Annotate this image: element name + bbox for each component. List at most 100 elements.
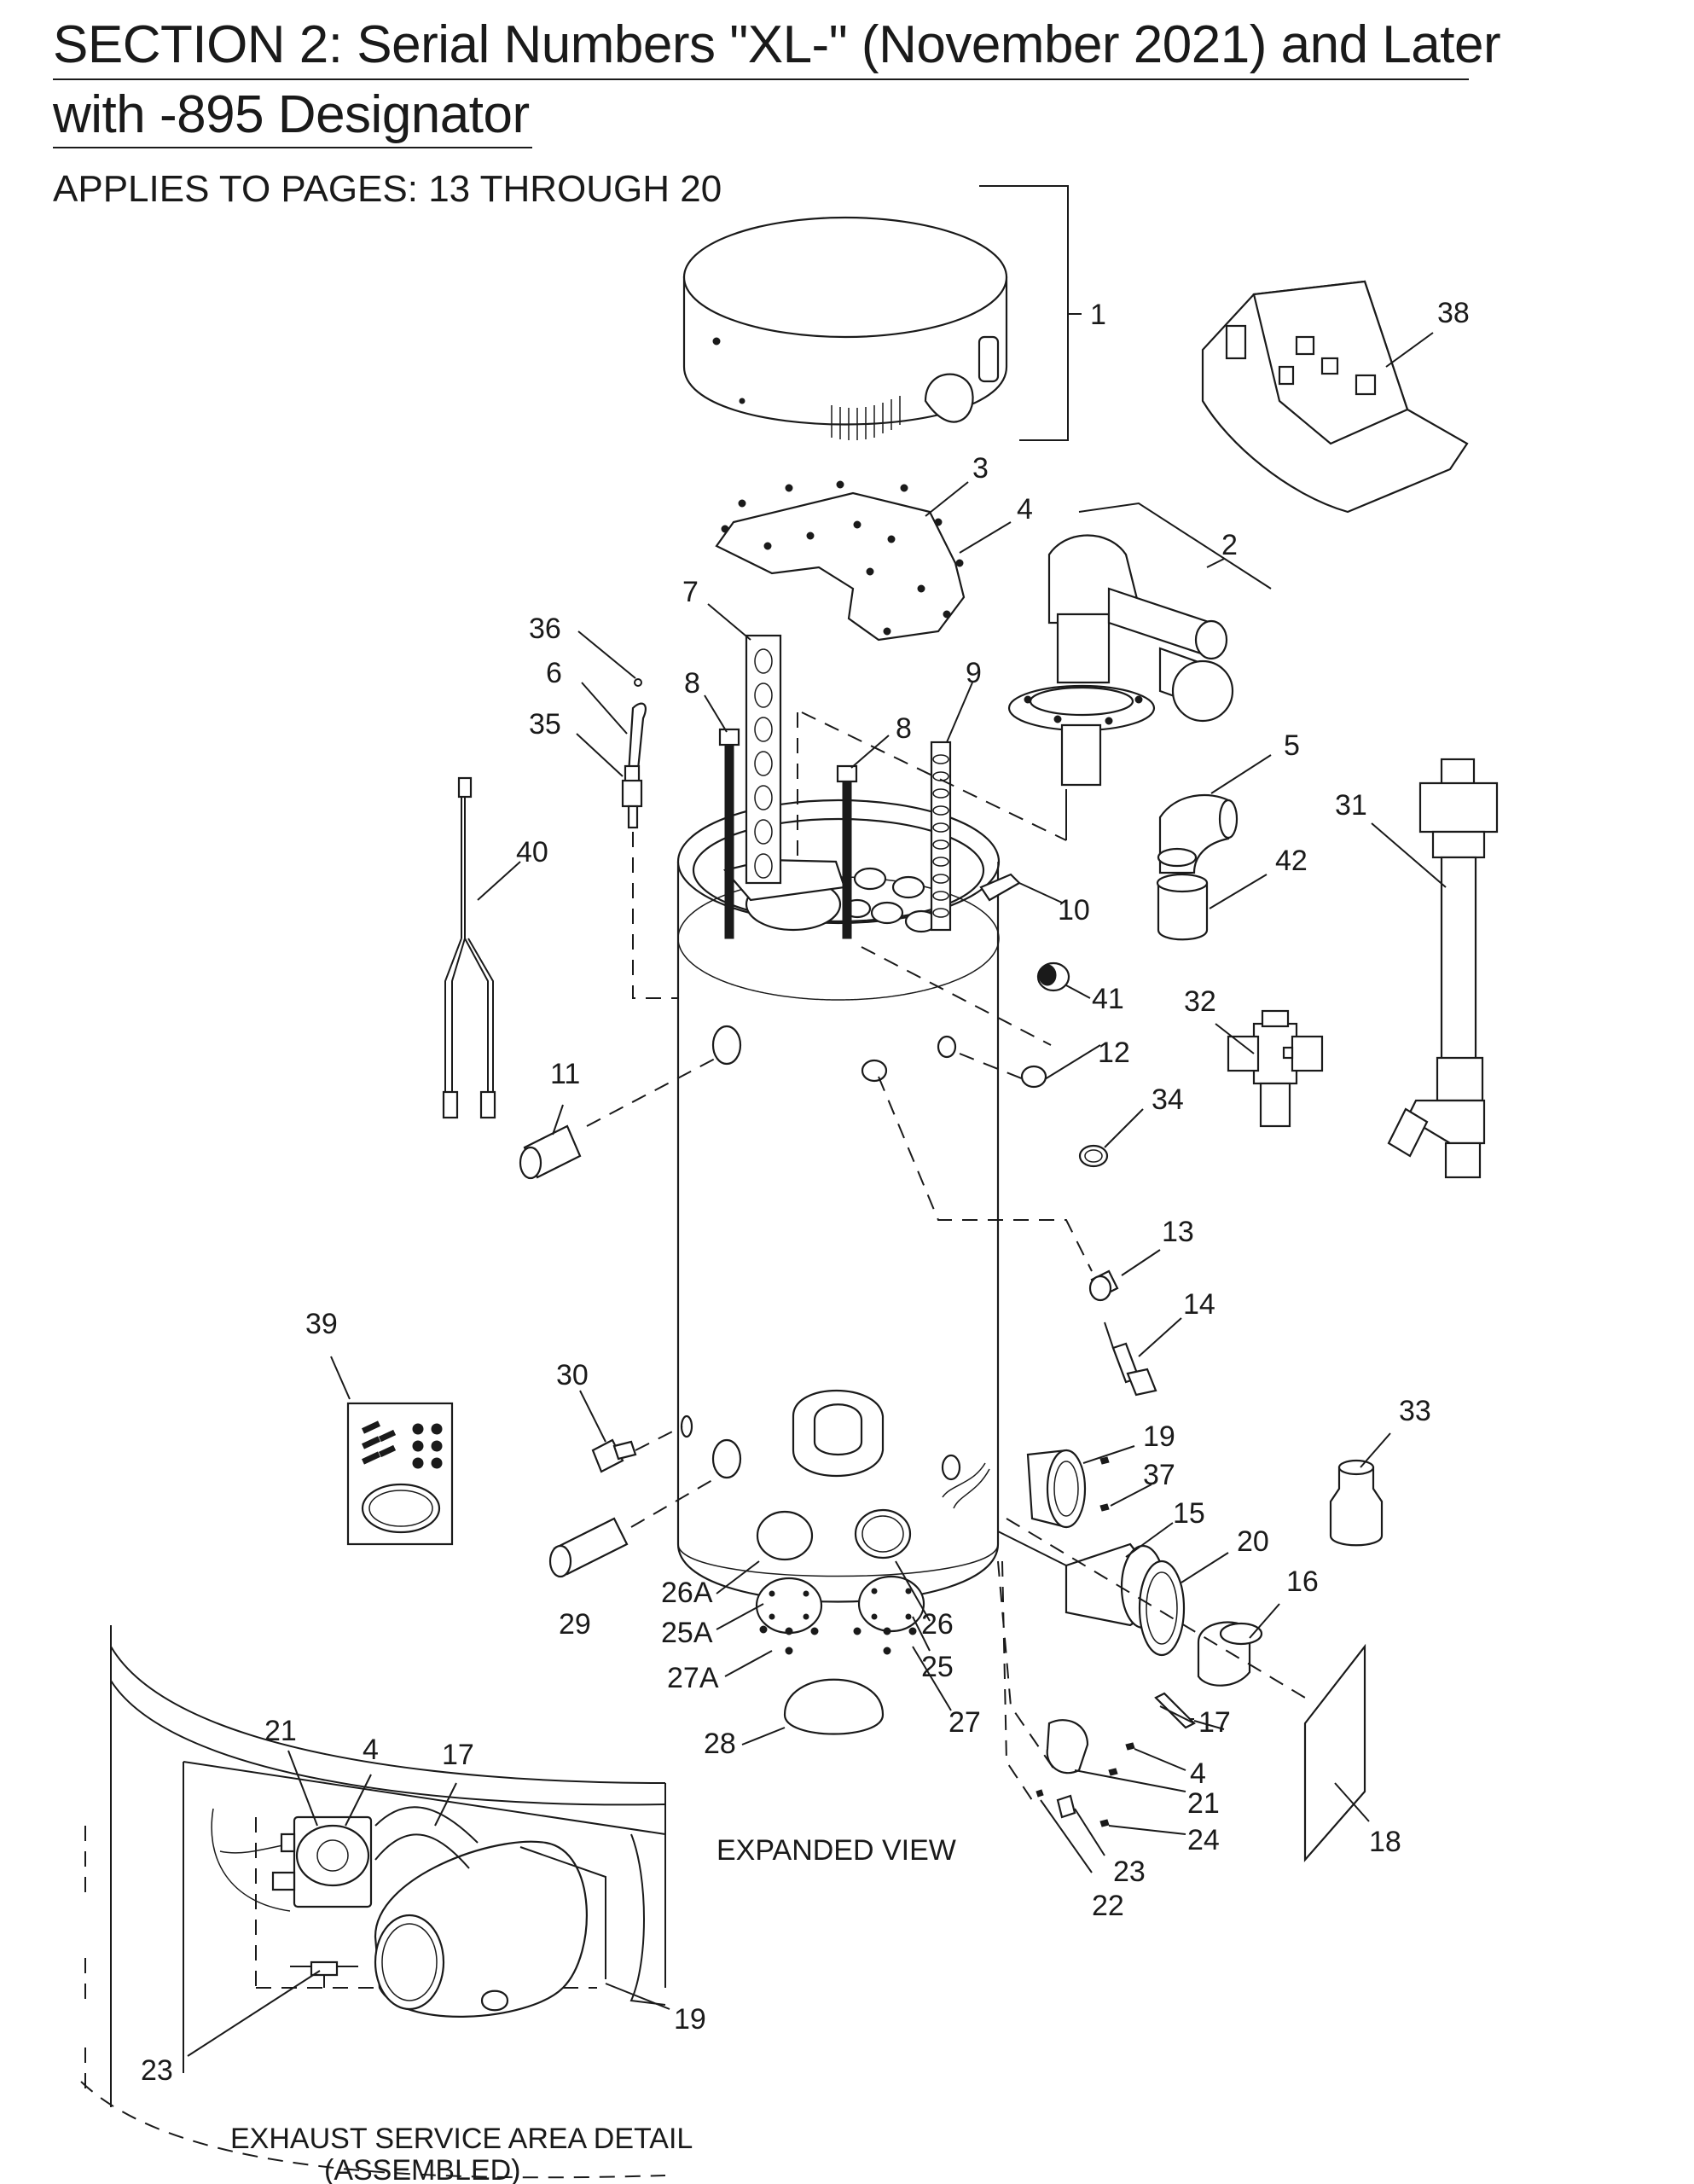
elbow-part: [1157, 793, 1239, 874]
leader-26: [895, 1560, 931, 1622]
control-board-part: [1201, 280, 1469, 514]
callout-16: 16: [1286, 1565, 1319, 1598]
leader-20: [1181, 1552, 1229, 1583]
callout-9: 9: [966, 657, 982, 689]
centerline-exhaust: [997, 1518, 1306, 1801]
callout-21-detail: 21: [264, 1715, 297, 1747]
leader-10: [1018, 882, 1063, 903]
exhaust-service-area-detail: [80, 1625, 666, 2179]
handhole-covers-part: [755, 1508, 925, 1735]
leader-7: [707, 603, 751, 641]
adapter-part: [1329, 1459, 1384, 1547]
callout-15: 15: [1173, 1497, 1205, 1530]
leader-15: [1125, 1522, 1174, 1558]
callout-25: 25: [921, 1651, 954, 1683]
leader-40: [477, 861, 521, 901]
leader-26A: [716, 1560, 760, 1594]
leader-25A: [716, 1603, 764, 1630]
water-heater-tank-part: [676, 634, 1021, 1603]
leader-27: [912, 1646, 952, 1711]
callout-5: 5: [1284, 729, 1300, 762]
callout-34: 34: [1152, 1083, 1184, 1116]
centerline-12: [959, 1053, 1024, 1080]
leader-detail-21: [287, 1750, 318, 1827]
leader-36: [577, 630, 636, 679]
leader-25: [912, 1616, 931, 1652]
leader-18: [1334, 1782, 1370, 1822]
centerline-tank-top: [797, 712, 1067, 1046]
leader-38: [1385, 332, 1434, 368]
callout-32: 32: [1184, 985, 1216, 1018]
callout-12: 12: [1098, 1037, 1130, 1069]
leader-34: [1104, 1108, 1144, 1148]
callout-11: 11: [550, 1058, 580, 1090]
title-underline-2: [53, 147, 532, 148]
drain-fitting-part: [591, 1438, 637, 1473]
callout-27A: 27A: [667, 1662, 719, 1694]
callout-41: 41: [1092, 983, 1124, 1015]
callout-24: 24: [1187, 1824, 1220, 1856]
callout-23-exh: 23: [1113, 1856, 1146, 1888]
leader-3: [925, 481, 969, 517]
applies-to-pages: APPLIES TO PAGES: 13 THROUGH 20: [53, 168, 722, 210]
callout-4-exh: 4: [1190, 1757, 1206, 1790]
leader-42: [1209, 874, 1268, 909]
exhaust-assembly-part: [942, 1449, 1366, 1862]
leader-22: [1040, 1799, 1093, 1873]
mixing-valve-part: [1227, 1009, 1324, 1128]
sensor-well-part: [1088, 1269, 1157, 1397]
leader-2: [1078, 502, 1272, 590]
leader-23: [1074, 1808, 1105, 1856]
leader-19: [1082, 1445, 1135, 1464]
leader-16: [1249, 1603, 1280, 1639]
blower-burner-assembly-part: [1007, 534, 1234, 787]
leader-8b: [850, 735, 890, 769]
leader-21: [1074, 1769, 1186, 1792]
leader-32: [1215, 1023, 1255, 1054]
callout-35: 35: [529, 708, 561, 741]
nipple-part-11: [519, 1124, 582, 1180]
leader-11: [552, 1104, 564, 1136]
callout-2: 2: [1221, 529, 1238, 561]
leader-28: [741, 1727, 786, 1745]
leader-39: [330, 1356, 351, 1400]
callout-26: 26: [921, 1608, 954, 1641]
leader-24: [1108, 1825, 1186, 1835]
callout-26A: 26A: [661, 1577, 713, 1609]
callout-labels: 1 38 3 4 2 7 36 6 35 8 8 9 5 31 40 42 10…: [141, 297, 1470, 2087]
vent-pipe-part: [1387, 758, 1499, 1179]
leader-41: [1065, 985, 1091, 999]
callout-4-top: 4: [1017, 493, 1033, 526]
leader-1: [979, 185, 1082, 441]
callout-23-detail: 23: [141, 2054, 173, 2087]
callout-28: 28: [704, 1728, 736, 1760]
leader-12: [1044, 1044, 1101, 1080]
callout-20: 20: [1237, 1525, 1269, 1558]
callout-3: 3: [972, 452, 989, 485]
leader-37: [1110, 1484, 1152, 1507]
callout-1: 1: [1090, 299, 1106, 331]
callout-27: 27: [949, 1706, 981, 1739]
section-title-line2: with -895 Designator: [53, 85, 530, 144]
callout-17-detail: 17: [442, 1739, 474, 1771]
leader-13: [1121, 1249, 1161, 1276]
bushing-part: [1020, 1065, 1109, 1168]
nipple-part-29: [548, 1517, 629, 1578]
leader-4-top: [959, 521, 1012, 554]
callout-31: 31: [1335, 789, 1367, 822]
top-gasket-plate-part: [715, 480, 966, 642]
coupling-part: [1156, 873, 1209, 941]
leader-27A: [724, 1650, 773, 1677]
callout-10: 10: [1058, 894, 1090, 926]
leader-5: [1210, 754, 1272, 794]
callout-8b: 8: [896, 712, 912, 745]
callout-29: 29: [559, 1608, 591, 1641]
leader-31: [1371, 822, 1447, 888]
leader-8a: [704, 694, 728, 733]
centerline-30: [635, 1426, 683, 1451]
section-title-line1: SECTION 2: Serial Numbers "XL-" (Novembe…: [53, 15, 1501, 74]
callout-18: 18: [1369, 1826, 1401, 1858]
callout-36: 36: [529, 613, 561, 645]
leader-30: [579, 1390, 606, 1443]
